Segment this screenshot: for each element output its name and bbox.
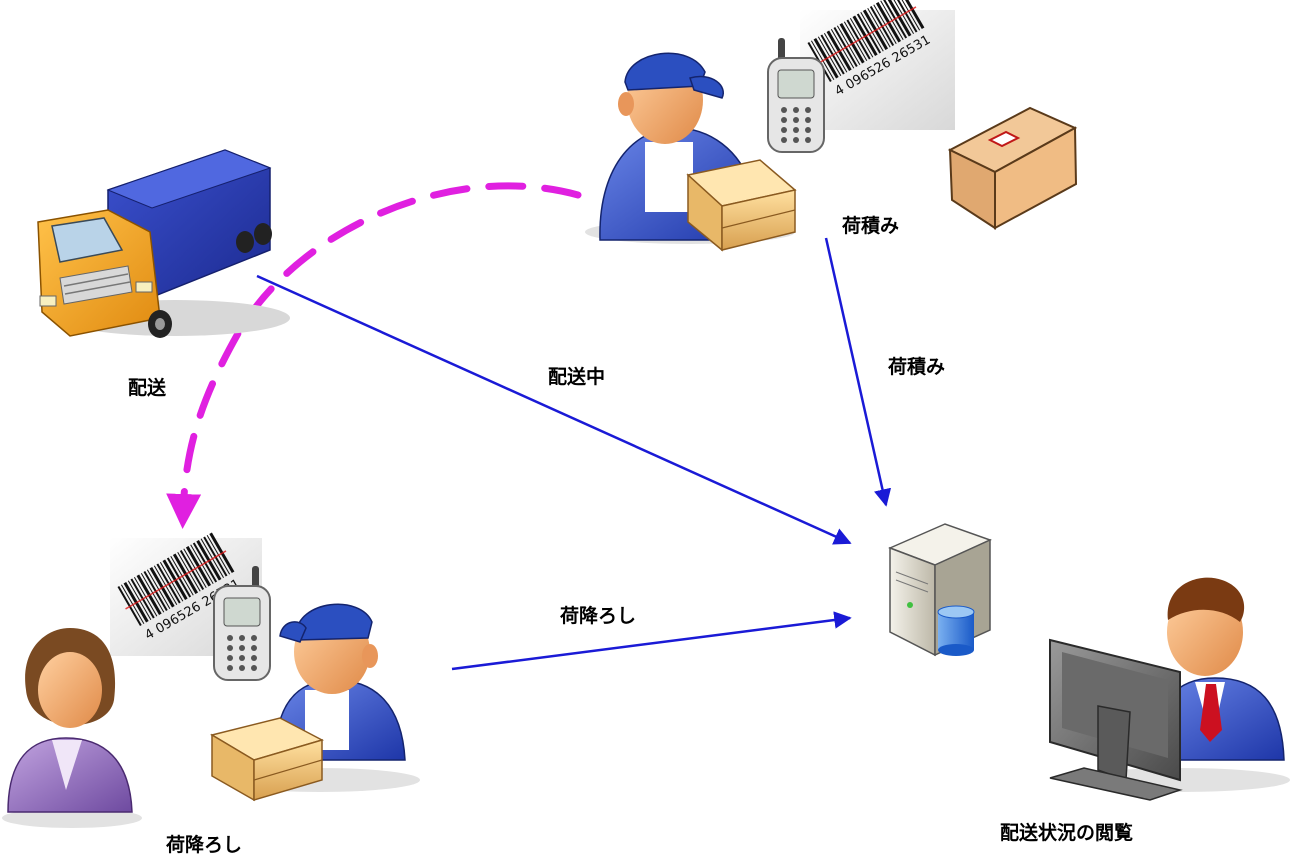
database-icon [937, 605, 975, 656]
route-dashed-arrow [166, 182, 582, 529]
worker-icon [210, 603, 420, 802]
loading-arrow [824, 237, 892, 507]
server-icon [888, 523, 992, 657]
mobile-phone-icon [213, 566, 271, 681]
loading-arrow-label: 荷積み [888, 356, 946, 378]
worker-icon [585, 52, 797, 252]
view-status-label: 配送状況の閲覧 [1000, 822, 1134, 844]
unloading-arrow [451, 611, 852, 671]
barcode-icon: 4 096526 26531 [800, 0, 955, 130]
loading-label-top: 荷積み [842, 215, 900, 237]
in-transit-label: 配送中 [548, 366, 606, 388]
mobile-phone-icon [767, 38, 825, 153]
unloading-label-bottom: 荷降ろし [166, 834, 243, 856]
monitor-icon [1049, 638, 1183, 801]
customer-icon [2, 628, 142, 828]
unloading-arrow-label: 荷降ろし [560, 605, 637, 627]
truck-icon [37, 149, 290, 338]
cardboard-box-icon [947, 106, 1078, 230]
in-transit-arrow [256, 274, 852, 545]
delivery-label: 配送 [128, 377, 167, 399]
